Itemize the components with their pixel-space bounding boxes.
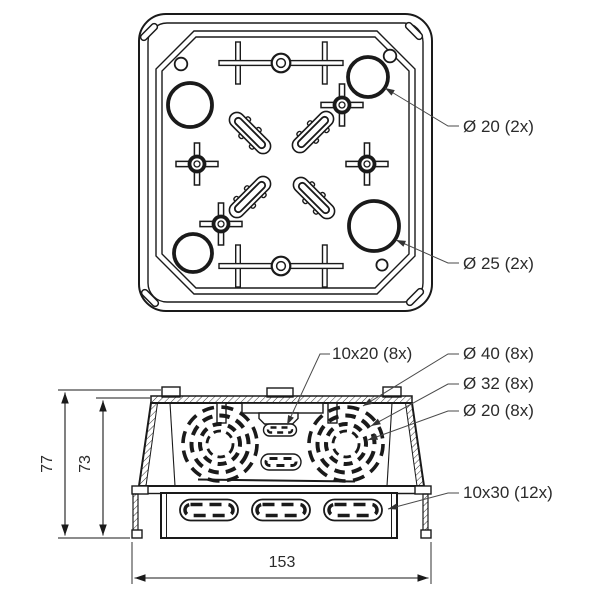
leader-line <box>286 353 330 426</box>
dimension-width-153: 153 <box>131 542 432 584</box>
leader-line <box>384 87 459 127</box>
box-inner-edge <box>147 22 424 303</box>
leader-line <box>395 239 459 264</box>
screw-hole <box>173 56 189 72</box>
callout-d20: Ø 20 (8x) <box>463 401 534 420</box>
callout-d32: Ø 32 (8x) <box>463 374 534 393</box>
knockout-oval-10x30 <box>178 497 240 523</box>
knockout-circle-25 <box>347 199 401 253</box>
flange-left <box>131 485 149 495</box>
dimension-height-77: 77 <box>39 389 161 539</box>
screw-hole <box>375 258 389 272</box>
dimension-height-73: 73 <box>77 397 150 536</box>
callout-d40: Ø 40 (8x) <box>463 344 534 363</box>
dim-73-text: 73 <box>77 455 94 473</box>
dim-77-text: 77 <box>39 455 56 473</box>
leader-line <box>370 383 459 427</box>
face-edge-line <box>197 478 356 483</box>
leader-line <box>367 410 459 441</box>
knockout-circle-25 <box>166 81 214 129</box>
face-chamfer-outer <box>155 30 416 295</box>
membrane-bar-bottom <box>218 244 344 288</box>
leader-line <box>387 492 459 510</box>
foot-right <box>420 529 432 539</box>
dim-153-text: 153 <box>269 554 296 571</box>
callout-10x20: 10x20 (8x) <box>332 344 412 363</box>
knockout-oval-10x20 <box>260 453 302 471</box>
inner-wall-edge <box>386 402 393 487</box>
foot-left <box>131 529 143 539</box>
skirt-left <box>132 493 139 534</box>
flange-right <box>414 485 432 495</box>
screw-hole <box>382 48 398 64</box>
face-chamfer-inner <box>161 36 410 289</box>
knockout-circle-20 <box>172 232 214 274</box>
leader-line <box>362 353 459 407</box>
knockout-circle-20 <box>346 55 390 99</box>
callout-10x30: 10x30 (12x) <box>463 483 553 502</box>
knockout-oval-10x20 <box>262 423 298 437</box>
callout-d20-2x: Ø 20 (2x) <box>463 117 534 136</box>
front-view: 10x20 (8x) Ø 40 (8x) Ø 32 (8x) Ø 20 (8x)… <box>39 344 553 584</box>
inner-wall-edge <box>169 402 176 487</box>
center-recess <box>241 402 324 414</box>
top-view: Ø 20 (2x) Ø 25 (2x) <box>138 13 534 312</box>
rim-section <box>150 395 413 404</box>
callout-d25-2x: Ø 25 (2x) <box>463 254 534 273</box>
knockout-oval-10x30 <box>322 497 384 523</box>
knockout-oval-10x30 <box>250 497 312 523</box>
membrane-bar-top <box>218 41 344 85</box>
